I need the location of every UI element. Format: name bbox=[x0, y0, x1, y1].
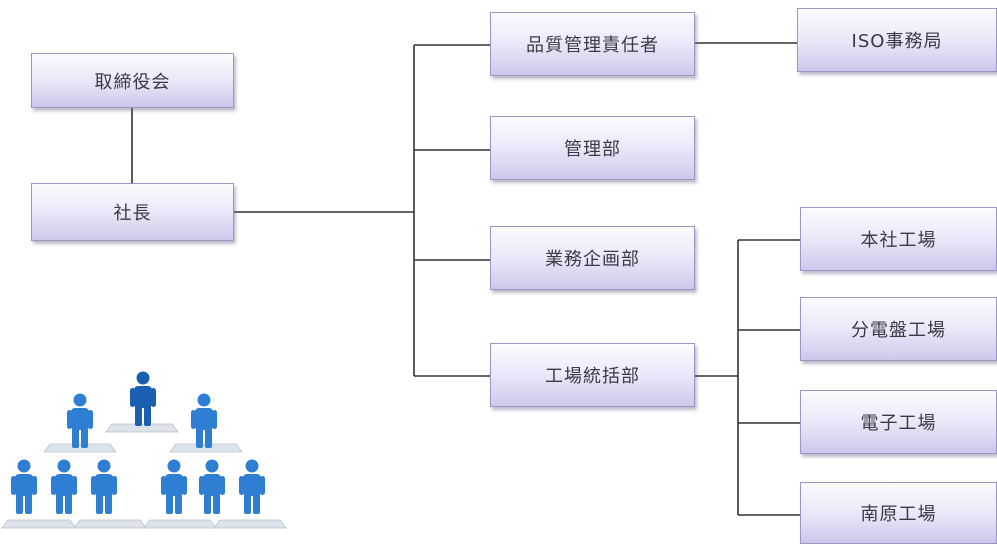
admin-dept-box: 管理部 bbox=[490, 116, 695, 180]
planning-dept-box: 業務企画部 bbox=[490, 226, 695, 290]
factory-dept-box: 工場統括部 bbox=[490, 343, 695, 407]
factory-box: 分電盤工場 bbox=[800, 297, 997, 361]
president-box: 社長 bbox=[31, 183, 234, 241]
board-box: 取締役会 bbox=[31, 53, 234, 108]
quality-manager-box: 品質管理責任者 bbox=[490, 12, 695, 76]
factory-box: 電子工場 bbox=[800, 390, 997, 454]
factory-box: 南原工場 bbox=[800, 482, 997, 544]
iso-office-box: ISO事務局 bbox=[797, 8, 997, 72]
factory-box: 本社工場 bbox=[800, 207, 997, 271]
